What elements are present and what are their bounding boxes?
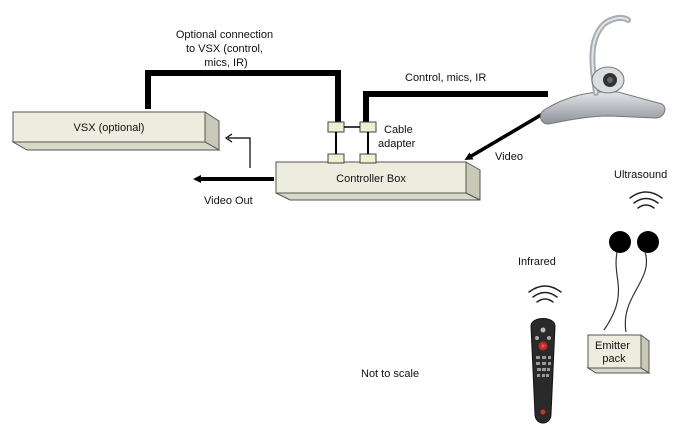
ultrasound-emitter-discs xyxy=(603,231,659,333)
ultrasound-label: Ultrasound xyxy=(614,169,667,181)
vsx-feed-arrow xyxy=(224,133,251,168)
vsx-box-label: VSX (optional) xyxy=(74,122,145,134)
cable-adapter xyxy=(327,121,377,164)
optional-connection-label: Optional connection to VSX (control, mic… xyxy=(176,29,276,69)
video-label: Video xyxy=(495,151,523,163)
camera-control-cable xyxy=(363,91,548,124)
cable-adapter-label: Cable adapter xyxy=(378,124,416,150)
not-to-scale-label: Not to scale xyxy=(361,368,419,380)
emitter-pack: Emitter pack xyxy=(586,334,651,374)
infrared-label: Infrared xyxy=(518,256,556,268)
controller-box-label: Controller Box xyxy=(336,173,406,185)
infrared-waves xyxy=(528,285,562,303)
video-out-label: Video Out xyxy=(204,195,253,207)
control-mics-ir-label: Control, mics, IR xyxy=(405,72,486,84)
vsx-box: VSX (optional) xyxy=(11,111,221,151)
video-arrow xyxy=(464,110,547,161)
optional-vsx-cable xyxy=(145,70,341,123)
ultrasound-waves xyxy=(629,191,663,209)
ir-remote-icon xyxy=(530,318,556,424)
pan-tilt-camera-icon xyxy=(540,14,666,125)
controller-box: Controller Box xyxy=(275,161,481,201)
emitter-pack-label: Emitter pack xyxy=(595,340,633,365)
